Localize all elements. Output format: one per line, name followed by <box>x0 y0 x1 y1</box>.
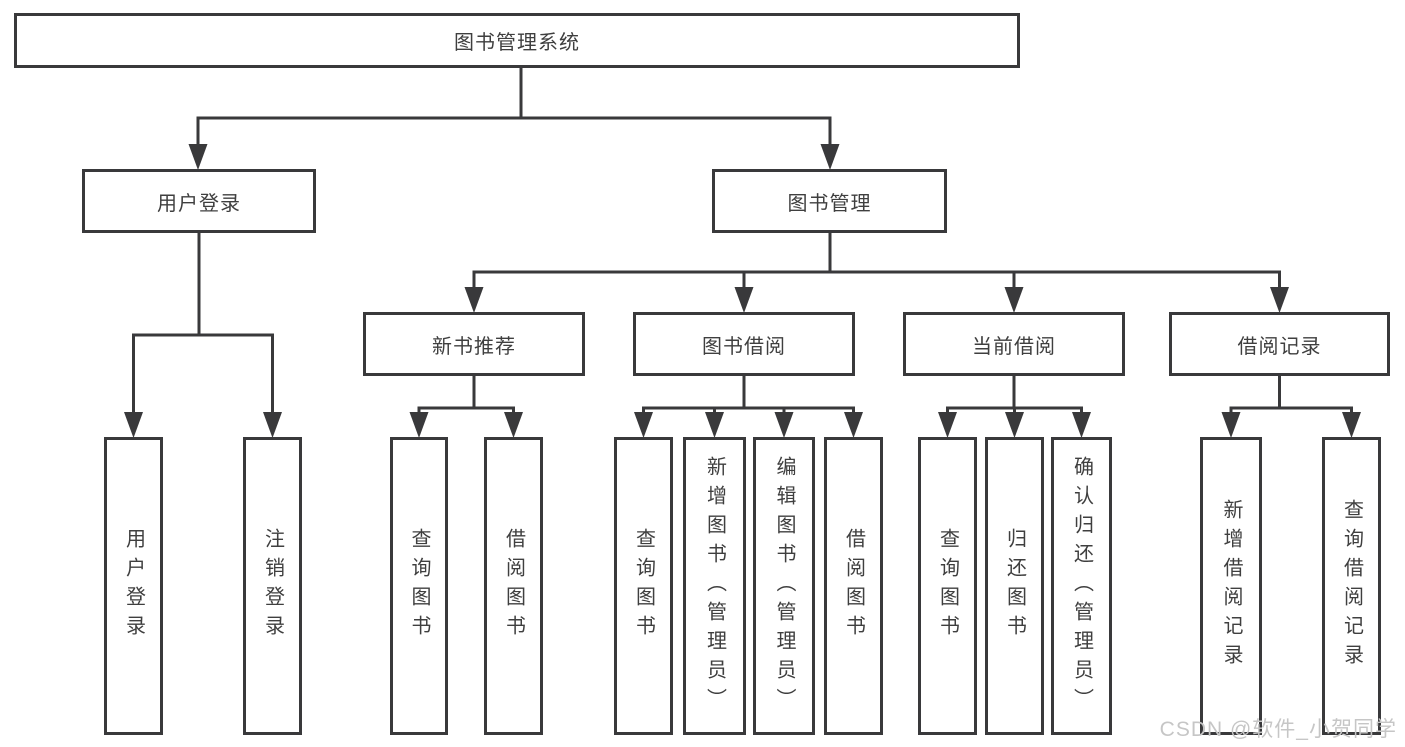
node-label: 借阅图书 <box>502 528 525 644</box>
node-label: 注销登录 <box>261 528 284 644</box>
connector-bookborrow-bar <box>642 376 855 418</box>
node-label: 编辑图书（管理员） <box>773 455 795 717</box>
node-leaf-logout: 注销登录 <box>243 437 302 735</box>
node-leaf-borrow-add-admin: 新增图书（管理员） <box>683 437 746 735</box>
arrowhead <box>634 412 653 438</box>
node-label: 当前借阅 <box>972 335 1056 358</box>
node-leaf-newbook-borrow: 借阅图书 <box>484 437 543 735</box>
node-root: 图书管理系统 <box>14 13 1020 68</box>
node-label: 归还图书 <box>1003 528 1026 644</box>
connector-currentborrow-bar <box>946 376 1083 418</box>
node-label: 查询借阅记录 <box>1340 499 1363 673</box>
node-label: 借阅记录 <box>1237 335 1322 358</box>
arrowhead <box>820 144 840 170</box>
node-root-label: 图书管理系统 <box>454 32 580 54</box>
node-label: 新增图书（管理员） <box>703 455 726 717</box>
node-leaf-current-confirm-admin: 确认归还（管理员） <box>1051 437 1112 735</box>
node-leaf-newbook-query: 查询图书 <box>390 437 448 735</box>
arrowhead <box>938 412 957 438</box>
node-label: 借阅图书 <box>842 528 865 644</box>
arrowhead <box>464 287 484 313</box>
node-leaf-current-query: 查询图书 <box>918 437 977 735</box>
node-label: 确认归还（管理员） <box>1070 455 1093 717</box>
node-label: 查询图书 <box>408 528 430 644</box>
arrowhead <box>1342 412 1361 438</box>
node-label: 新增借阅记录 <box>1220 499 1242 673</box>
node-leaf-borrow-borrow: 借阅图书 <box>824 437 883 735</box>
node-label: 查询图书 <box>936 528 959 644</box>
arrowhead <box>705 412 724 438</box>
arrowhead <box>734 287 754 313</box>
arrowhead <box>188 144 208 170</box>
arrowhead <box>1005 412 1024 438</box>
node-label: 用户登录 <box>122 528 145 644</box>
node-leaf-borrow-edit-admin: 编辑图书（管理员） <box>753 437 815 735</box>
node-label: 查询图书 <box>632 528 655 644</box>
arrowhead <box>1072 412 1091 438</box>
node-leaf-record-add: 新增借阅记录 <box>1200 437 1262 735</box>
node-leaf-record-query: 查询借阅记录 <box>1322 437 1381 735</box>
node-leaf-current-return: 归还图书 <box>985 437 1044 735</box>
arrowhead <box>844 412 863 438</box>
connector-level2-bar <box>196 116 832 150</box>
node-leaf-user-login: 用户登录 <box>104 437 163 735</box>
node-user-login: 用户登录 <box>82 169 316 233</box>
arrowhead <box>263 412 282 438</box>
node-label: 图书管理 <box>787 192 872 215</box>
arrowhead <box>1004 287 1024 313</box>
node-current-borrow: 当前借阅 <box>903 312 1125 376</box>
arrowheads <box>124 144 1361 438</box>
connector-user-login-bar <box>132 333 274 418</box>
arrowhead <box>1270 287 1289 313</box>
node-book-borrow: 图书借阅 <box>633 312 855 376</box>
arrowhead <box>774 412 794 438</box>
node-label: 新书推荐 <box>432 335 516 358</box>
csdn-watermark: CSDN @软件_小贺同学 <box>1159 718 1397 741</box>
connector-borrowrecord-bar <box>1229 376 1353 418</box>
node-label: 用户登录 <box>157 192 241 215</box>
node-borrow-record: 借阅记录 <box>1169 312 1390 376</box>
node-book-management: 图书管理 <box>712 169 947 233</box>
arrowhead <box>504 412 523 438</box>
connector-newbook-bar <box>417 376 515 418</box>
arrowhead <box>409 412 429 438</box>
connector-level3-bar <box>472 270 1281 292</box>
arrowhead <box>1221 412 1241 438</box>
node-leaf-borrow-query: 查询图书 <box>614 437 673 735</box>
node-new-book-recommend: 新书推荐 <box>363 312 585 376</box>
node-label: 图书借阅 <box>702 335 786 358</box>
arrowhead <box>124 412 143 438</box>
